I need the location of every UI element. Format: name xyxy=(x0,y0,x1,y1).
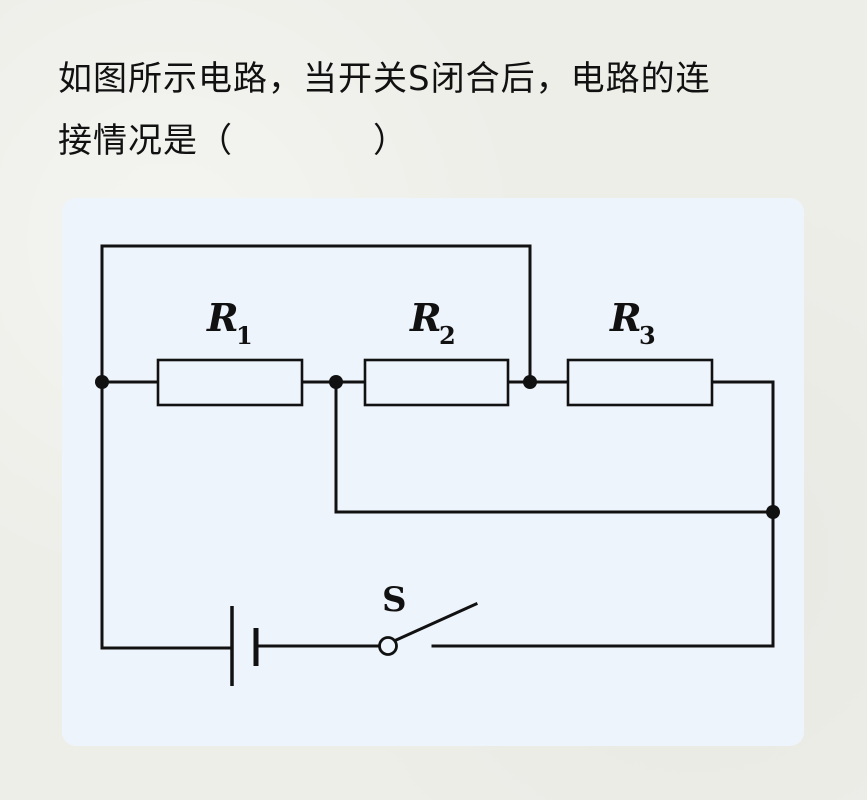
question-text: 如图所示电路，当开关S闭合后，电路的连 接情况是（ ） xyxy=(58,48,818,172)
resistor-r3 xyxy=(566,358,714,407)
r2-label: R xyxy=(409,295,442,340)
switch-blade xyxy=(392,602,478,643)
junction-r2-r3 xyxy=(523,375,537,389)
question-line-2: 接情况是（ ） xyxy=(58,121,408,161)
switch-label: S xyxy=(382,580,407,620)
r3-label: R xyxy=(609,295,642,340)
diagram-card xyxy=(62,198,804,746)
r3-subscript: 3 xyxy=(639,321,656,350)
question-line-1: 如图所示电路，当开关S闭合后，电路的连 xyxy=(58,59,711,99)
resistor-r1 xyxy=(156,358,304,407)
junction-r1-r2 xyxy=(329,375,343,389)
wire-r3-right xyxy=(710,380,775,648)
r1-label: R xyxy=(206,295,239,340)
junction-left xyxy=(95,375,109,389)
wire-middle-bypass xyxy=(334,380,775,514)
resistor-r2 xyxy=(363,358,510,407)
wire-top-loop xyxy=(100,244,532,384)
wire-left-bottom xyxy=(100,380,234,650)
r1-subscript: 1 xyxy=(236,321,253,350)
junction-right xyxy=(766,505,780,519)
r2-subscript: 2 xyxy=(439,321,456,350)
switch-pivot xyxy=(378,636,398,656)
